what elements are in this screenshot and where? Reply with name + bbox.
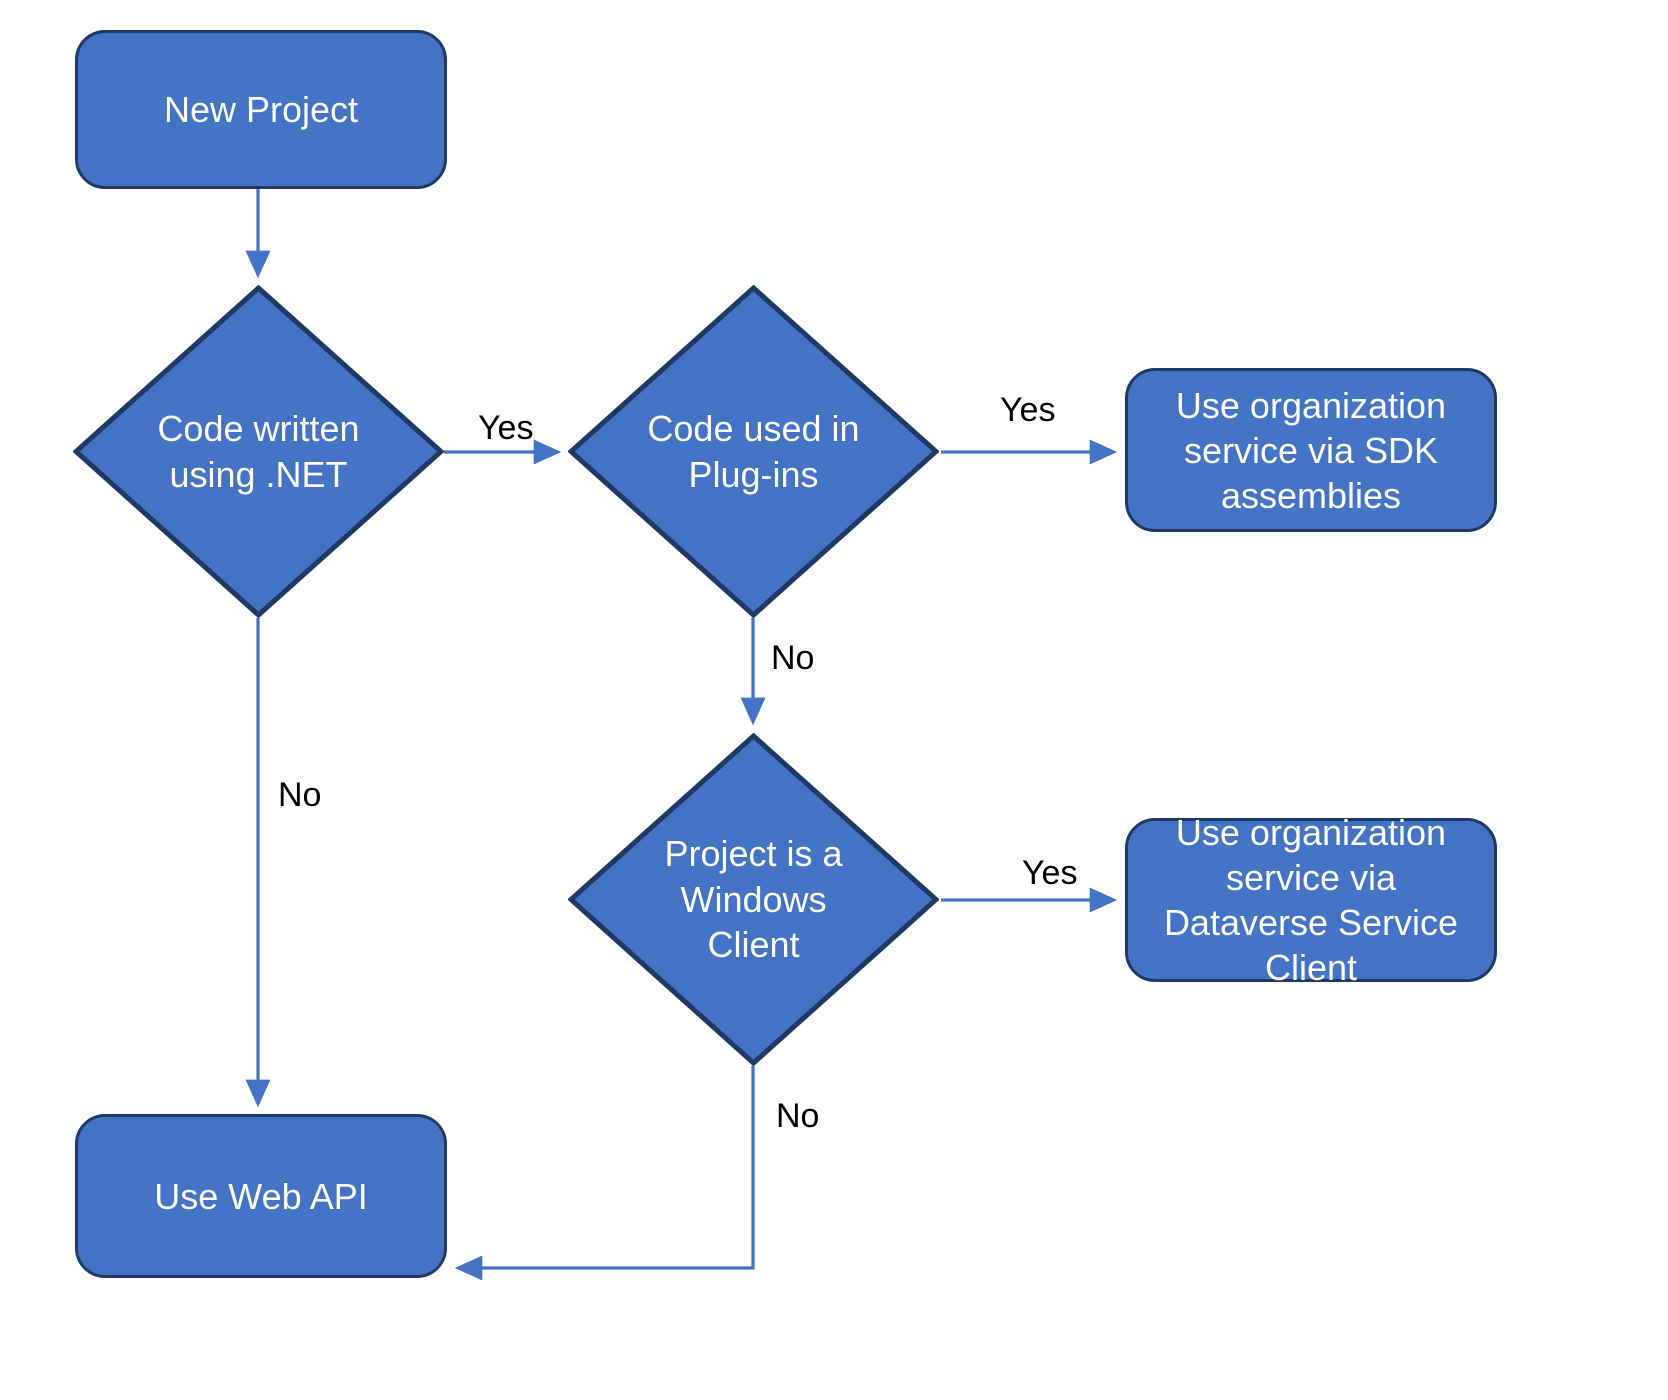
node-project-is-a-windows-client[interactable]: Project is a Windows Client [568, 733, 939, 1066]
node-use-organization-service-via-dataverse-service-client[interactable]: Use organization service via Dataverse S… [1125, 812, 1497, 988]
node-use-organization-service-via-sdk-assemblies[interactable]: Use organization service via SDK assembl… [1125, 368, 1497, 532]
node-code-used-in-plugins-label: Code used in Plug-ins [647, 408, 860, 495]
node-use-web-api-label: Use Web API [154, 1175, 368, 1217]
diamond-icon [568, 733, 939, 1066]
diamond-icon [568, 285, 939, 618]
node-new-project[interactable]: New Project [75, 30, 447, 189]
edge-windows-client-no-to-web-api [454, 1066, 755, 1281]
node-code-written-using-dotnet[interactable]: Code written using .NET [73, 285, 444, 618]
node-project-is-a-windows-client-label: Project is a Windows Client [664, 833, 843, 966]
node-sdk-assemblies-label: Use organization service via SDK assembl… [1175, 384, 1447, 516]
edge-label-code-plugins-no: No [771, 639, 815, 677]
edge-label-windows-client-no: No [776, 1097, 820, 1135]
edge-label-code-plugins-yes: Yes [1000, 391, 1056, 429]
edge-label-windows-client-yes: Yes [1022, 854, 1078, 892]
edge-label-code-dotnet-no: No [278, 776, 322, 814]
diamond-icon [73, 285, 444, 618]
edge-label-code-dotnet-yes: Yes [478, 409, 534, 447]
node-code-used-in-plugins[interactable]: Code used in Plug-ins [568, 285, 939, 618]
node-use-web-api[interactable]: Use Web API [75, 1114, 447, 1278]
node-code-written-using-dotnet-label: Code written using .NET [157, 408, 360, 495]
node-dataverse-service-client-label: Use organization service via Dataverse S… [1163, 812, 1459, 988]
node-new-project-label: New Project [163, 89, 359, 130]
